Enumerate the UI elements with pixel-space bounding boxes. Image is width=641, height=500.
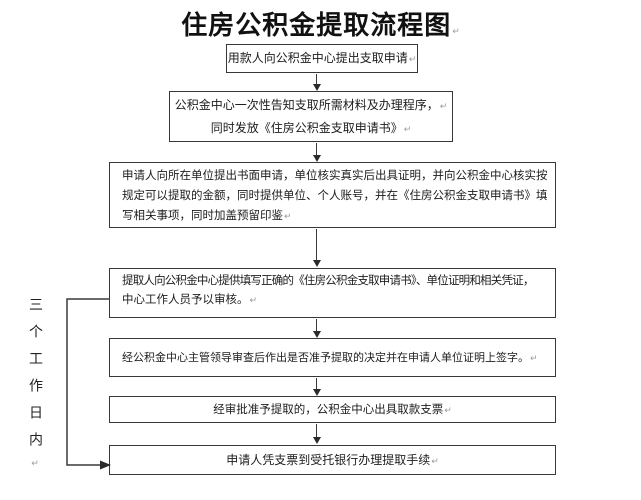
paragraph-mark-icon: ↵ [249,295,258,305]
flow-step-issue-check: 经审批准予提取的，公积金中心出具取款支票↵ [109,396,556,423]
flow-step-text: 经审批准予提取的，公积金中心出具取款支票↵ [213,403,452,416]
page-title: 住房公积金提取流程图↵ [0,5,641,42]
flow-step-bank-withdrawal: 申请人凭支票到受托银行办理提取手续↵ [109,445,556,475]
flow-step-text: 写相关事项，同时加盖预留印鉴↵ [122,210,292,222]
flow-step-text: 经公积金中心主管领导审查后作出是否准予提取的决定并在申请人单位证明上签字。↵ [122,351,538,364]
flow-arrow-down-6 [312,424,321,444]
flow-step-center-notification: 公积金中心一次性告知支取所需材料及办理程序，↵ 同时发放《住房公积金支取申请书》… [169,91,453,142]
paragraph-mark-icon: ↵ [408,54,417,64]
paragraph-mark-icon: ↵ [431,455,439,466]
paragraph-mark-icon: ↵ [284,211,292,221]
paragraph-mark-icon: ↵ [439,100,448,111]
paragraph-mark-icon: ↵ [444,404,452,415]
paragraph-mark-icon: ↵ [403,123,412,134]
flow-step-text: 中心工作人员予以审核。↵ [122,294,258,306]
flow-step-employer-verification: 申请人向所在单位提出书面申请，单位核实真实后出具证明，并向公积金中心核实按 规定… [109,162,556,228]
flow-step-text: 申请人向所在单位提出书面申请，单位核实真实后出具证明，并向公积金中心核实按 [122,170,548,182]
flow-step-text: 提取人向公积金中心提供填写正确的《住房公积金支取申请书》、单位证明和相关凭证， [122,275,534,287]
flow-arrow-down-2 [312,143,321,162]
side-label-three-working-days: 三个工作日内↵ [28,297,44,469]
paragraph-mark-icon: ↵ [530,352,538,363]
page-title-text: 住房公积金提取流程图 [181,10,452,40]
flow-step-text: 同时发放《住房公积金支取申请书》↵ [210,120,412,135]
paragraph-mark-icon: ↵ [452,26,460,36]
flow-arrow-down-4 [312,319,321,338]
paragraph-mark-icon: ↵ [31,459,41,469]
flow-step-submit-application: 用款人向公积金中心提出支取申请↵ [226,44,418,73]
flow-arrow-down-3 [312,229,321,267]
flow-step-text: 公积金中心一次性告知支取所需材料及办理程序，↵ [174,97,448,112]
flow-step-leader-approval: 经公积金中心主管领导审查后作出是否准予提取的决定并在申请人单位证明上签字。↵ [109,338,556,377]
flow-step-text: 规定可以提取的金额，同时提供单位、个人账号，并在《住房公积金支取申请书》填 [122,190,548,202]
flow-arrow-down-5 [312,378,321,396]
flow-step-text: 用款人向公积金中心提出支取申请↵ [227,51,417,65]
flow-step-text: 申请人凭支票到受托银行办理提取手续↵ [226,452,439,467]
flow-step-center-review: 提取人向公积金中心提供填写正确的《住房公积金支取申请书》、单位证明和相关凭证， … [109,268,556,318]
flow-arrow-down-1 [312,74,321,91]
